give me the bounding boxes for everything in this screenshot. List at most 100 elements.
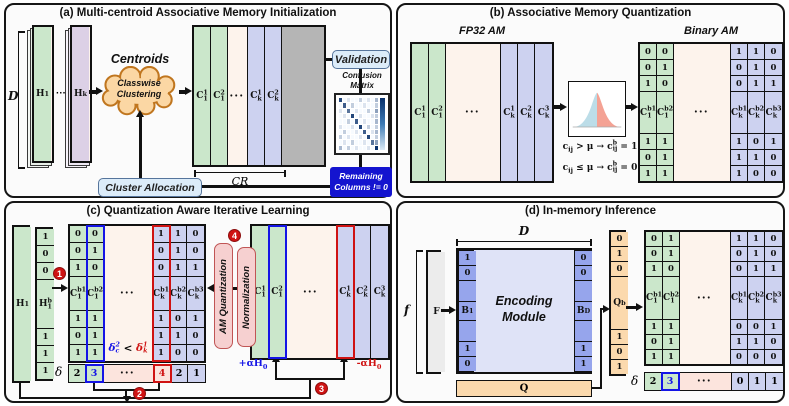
- connector-am-validation: [325, 58, 333, 61]
- bit-cell: 1: [170, 327, 186, 344]
- bit-cell: 0: [70, 327, 86, 344]
- heatmap-cell: [371, 113, 374, 119]
- heatmap-cell: [351, 103, 354, 108]
- plus-alpha-label: +αH0: [238, 358, 268, 371]
- ellipsis-dots: •••: [697, 294, 713, 302]
- heatmap-cell: [351, 113, 354, 119]
- heatmap-cell: [359, 135, 362, 140]
- minus-alpha-label: -αH0: [356, 358, 382, 371]
- heatmap-cell: [371, 140, 374, 145]
- score-cell: 4: [153, 364, 172, 383]
- heatmap-cell: [375, 103, 378, 108]
- bit-cell: 0: [187, 226, 204, 243]
- heatmap-cell: [347, 119, 350, 124]
- ellipsis: ···: [56, 88, 66, 99]
- encoding-module-label: Encoding Module: [495, 294, 553, 325]
- heatmap-cell: [359, 140, 362, 145]
- heatmap-cell: [339, 140, 342, 145]
- arrowhead: [449, 306, 456, 314]
- bit-cell: 1: [575, 356, 592, 371]
- arrow-delta-feedback: [125, 389, 128, 397]
- f-bracket: [416, 250, 423, 374]
- panel-b-title: (b) Associative Memory Quantization: [489, 7, 692, 19]
- heatmap-cell: [347, 124, 350, 129]
- heatmap-cell: [363, 119, 366, 124]
- bit-cell: 1: [459, 341, 476, 356]
- heatmap-cell: [371, 145, 374, 150]
- bit-cell: 1: [640, 165, 656, 181]
- bit-cell: 0: [646, 247, 662, 262]
- arrowhead: [207, 284, 214, 292]
- heatmap-cell: [347, 103, 350, 108]
- bit-cell: 0: [459, 356, 476, 371]
- arrowhead: [96, 87, 103, 95]
- bit-cell: 1: [765, 76, 782, 92]
- row-gap: •••: [103, 365, 154, 382]
- bit-cell: 0: [657, 76, 673, 92]
- arrow-allocation-to-cloud: [139, 117, 142, 178]
- heatmap-cell: [351, 145, 354, 150]
- bit-cell: 1: [153, 344, 169, 361]
- matrix-column: [282, 27, 324, 165]
- dimension-bracket-d: [18, 31, 25, 169]
- bit-cell: 0: [37, 263, 54, 280]
- step-2-badge: 2: [133, 387, 146, 400]
- bit-cell: 1: [37, 328, 54, 345]
- heatmap-cell: [359, 103, 362, 108]
- bit-cell: 0: [611, 262, 628, 277]
- bit-cell: 0: [640, 149, 656, 165]
- ellipsis-dots: •••: [230, 92, 245, 100]
- bit-cell: 1: [170, 260, 186, 277]
- bit-cell: 1: [748, 76, 764, 92]
- ellipsis-dots: •••: [120, 290, 136, 297]
- heatmap-cell: [367, 108, 370, 113]
- remaining-columns-badge: Remaining Columns != 0: [330, 167, 392, 197]
- delta-compare-op: <: [119, 342, 137, 355]
- heatmap-cell: [347, 108, 350, 113]
- bit-cell: 0: [640, 44, 656, 60]
- score-cell: 3: [661, 372, 680, 391]
- bit-cell: 1: [37, 229, 54, 246]
- bit-cell: 0: [731, 76, 747, 92]
- panel-b: (b) Associative Memory Quantization FP32…: [396, 3, 785, 198]
- heatmap-cell: [371, 129, 374, 135]
- bit-cell: 0: [646, 232, 662, 247]
- bit-cell: 0: [70, 243, 86, 260]
- bit-cell: 1: [765, 133, 782, 149]
- centroids-label: Centroids: [110, 52, 170, 66]
- heatmap-cell: [363, 140, 366, 145]
- heatmap-cell: [363, 103, 366, 108]
- heatmap-cell: [367, 124, 370, 129]
- heatmap-cell: [363, 113, 366, 119]
- bit-cell: 1: [731, 149, 747, 165]
- bit-cell: 0: [765, 349, 782, 364]
- heatmap-cell: [367, 145, 370, 150]
- heatmap-cell: [375, 140, 378, 145]
- matrix-gap: •••: [680, 232, 731, 364]
- heatmap-cell: [339, 103, 342, 108]
- bit-cell: 0: [87, 226, 103, 243]
- heatmap-cell: [355, 140, 358, 145]
- bit-cell: 1: [748, 262, 764, 277]
- heatmap-cell: [359, 129, 362, 135]
